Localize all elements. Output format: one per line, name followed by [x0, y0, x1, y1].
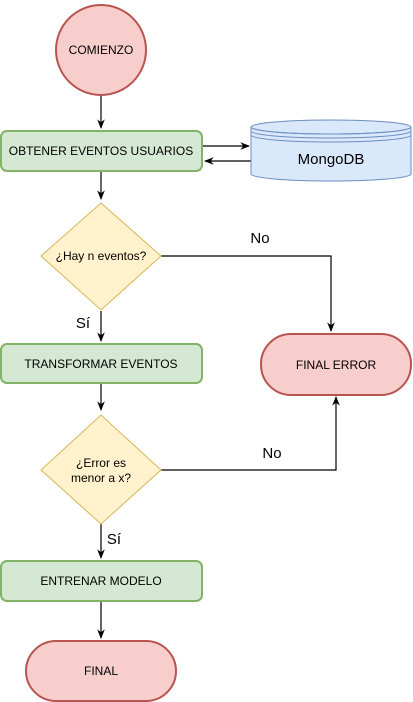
error-check-decision-shape [40, 414, 162, 525]
has-events-decision-shape [40, 202, 162, 311]
final-error-node-shape [260, 333, 412, 396]
final-error-node-label: FINAL ERROR [296, 358, 377, 372]
final-node-label: FINAL [84, 664, 118, 678]
edge-label-has-events-yes: Sí [76, 315, 91, 332]
has-events-decision: ¿Hay n eventos? [40, 202, 162, 311]
start-node-shape [55, 4, 147, 96]
get-events-node-label: OBTENER EVENTOS USUARIOS [9, 144, 193, 158]
mongodb-node-rings [250, 126, 412, 143]
edge-label-error-no: No [262, 445, 281, 462]
transform-node: TRANSFORMAR EVENTOS [0, 343, 203, 384]
start-node-label: COMIENZO [69, 43, 134, 57]
edge-label-error-yes: Sí [107, 531, 122, 548]
final-node: FINAL [25, 640, 177, 702]
mongodb-node-label: MongoDB [298, 151, 365, 168]
get-events-node-shape [0, 130, 203, 172]
error-check-decision: ¿Error es menor a x? [40, 414, 162, 525]
edge-error-check-no [161, 396, 340, 471]
train-node-label: ENTRENAR MODELO [40, 574, 161, 588]
final-node-shape [25, 640, 177, 702]
train-node: ENTRENAR MODELO [0, 560, 203, 602]
edge-label-has-events-no: No [250, 230, 269, 247]
mongodb-node-body [250, 127, 412, 182]
error-check-decision-label-line1: ¿Error es [76, 456, 126, 470]
start-node: COMIENZO [55, 4, 147, 96]
final-error-node: FINAL ERROR [260, 333, 412, 396]
transform-node-label: TRANSFORMAR EVENTOS [24, 357, 177, 371]
edge-has-events-no [161, 255, 335, 332]
get-events-node: OBTENER EVENTOS USUARIOS [0, 130, 203, 172]
has-events-decision-label: ¿Hay n eventos? [56, 249, 147, 263]
transform-node-shape [0, 343, 203, 384]
mongodb-node: MongoDB [250, 119, 412, 182]
train-node-shape [0, 560, 203, 602]
error-check-decision-label-line2: menor a x? [71, 471, 131, 485]
